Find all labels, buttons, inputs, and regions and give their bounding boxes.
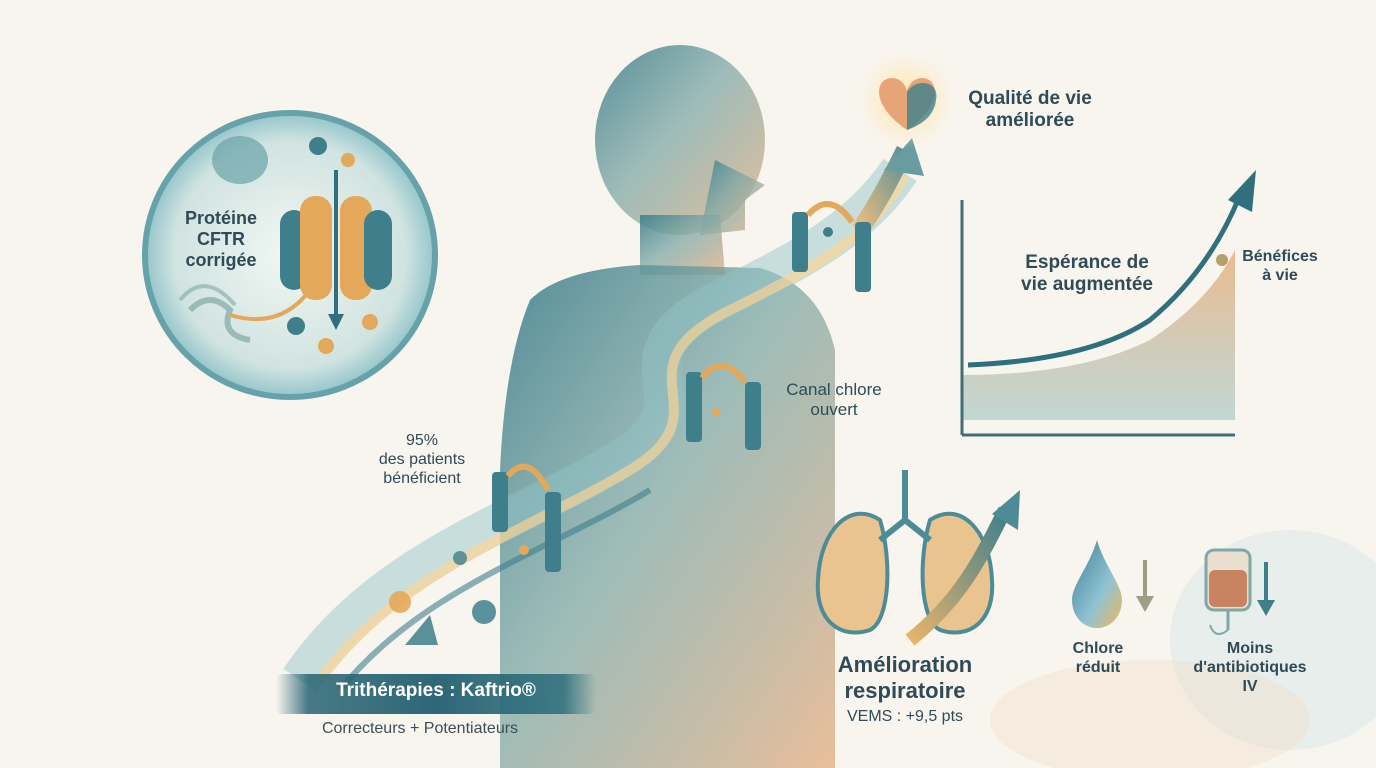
patients-label-line: 95% bbox=[405, 432, 439, 449]
patients-label-line: bénéficient bbox=[383, 469, 461, 487]
chloride-channel-icon bbox=[492, 463, 561, 572]
respiratory-label-line: respiratoire bbox=[844, 677, 966, 703]
channel-label-line: ouvert bbox=[810, 400, 858, 420]
antibiotics-label-line: IV bbox=[1242, 677, 1258, 695]
life-expectancy-label-line: Espérance de bbox=[1025, 252, 1149, 273]
lifetime-benefits-label-line: à vie bbox=[1262, 266, 1298, 284]
droplet-icon bbox=[1072, 540, 1122, 628]
ion-particles bbox=[389, 227, 833, 624]
iv-bag-icon bbox=[1204, 548, 1252, 635]
antibiotics-label: Moins d'antibiotiques IV bbox=[1180, 640, 1320, 697]
respiratory-label: Amélioration respiratoire bbox=[820, 652, 990, 704]
protein-label-line: corrigée bbox=[185, 250, 257, 271]
life-expectancy-label-line: vie augmentée bbox=[1021, 274, 1153, 296]
quality-label-line: améliorée bbox=[985, 110, 1075, 132]
therapy-banner bbox=[276, 674, 596, 714]
therapy-subtitle: Correcteurs + Potentiateurs bbox=[321, 720, 519, 737]
life-expectancy-chart bbox=[960, 170, 1256, 437]
lifetime-benefits-label-line: Bénéfices bbox=[1242, 248, 1318, 265]
chloride-label-line: réduit bbox=[1075, 658, 1121, 676]
chloride-label-line: Chlore bbox=[1072, 640, 1124, 657]
patients-label-line: des patients bbox=[378, 450, 466, 468]
quality-label-line: Qualité de vie bbox=[968, 88, 1092, 109]
chloride-label: Chlore réduit bbox=[1048, 640, 1148, 678]
chloride-channel-icon bbox=[792, 201, 871, 292]
protein-label-line: CFTR bbox=[197, 229, 245, 250]
fev-label: VEMS : +9,5 pts bbox=[820, 708, 990, 727]
protein-label: Protéine CFTR corrigée bbox=[166, 208, 276, 272]
antibiotics-label-line: d'antibiotiques bbox=[1193, 658, 1307, 676]
antibiotics-label-line: Moins bbox=[1226, 640, 1274, 657]
protein-label-line: Protéine bbox=[184, 208, 258, 228]
lifetime-benefits-label: Bénéfices à vie bbox=[1230, 248, 1330, 286]
channel-label-line: Canal chlore bbox=[786, 380, 882, 399]
patients-label: 95% des patients bénéficient bbox=[352, 432, 492, 489]
therapy-title: Trithérapies : Kaftrio® bbox=[336, 680, 536, 701]
life-expectancy-label: Espérance de vie augmentée bbox=[1002, 252, 1172, 297]
heart-brain-icon bbox=[859, 52, 955, 148]
respiratory-label-line: Amélioration bbox=[837, 652, 973, 677]
chloride-channel-icon bbox=[686, 363, 761, 450]
cftr-protein-icon bbox=[229, 137, 392, 354]
quality-label: Qualité de vie améliorée bbox=[955, 88, 1105, 133]
down-arrow-icon bbox=[1257, 562, 1275, 616]
channel-label: Canal chlore ouvert bbox=[774, 380, 894, 420]
lungs-icon bbox=[815, 470, 1020, 646]
down-arrow-icon bbox=[1136, 560, 1154, 612]
fev-value: VEMS : +9,5 pts bbox=[846, 708, 964, 725]
